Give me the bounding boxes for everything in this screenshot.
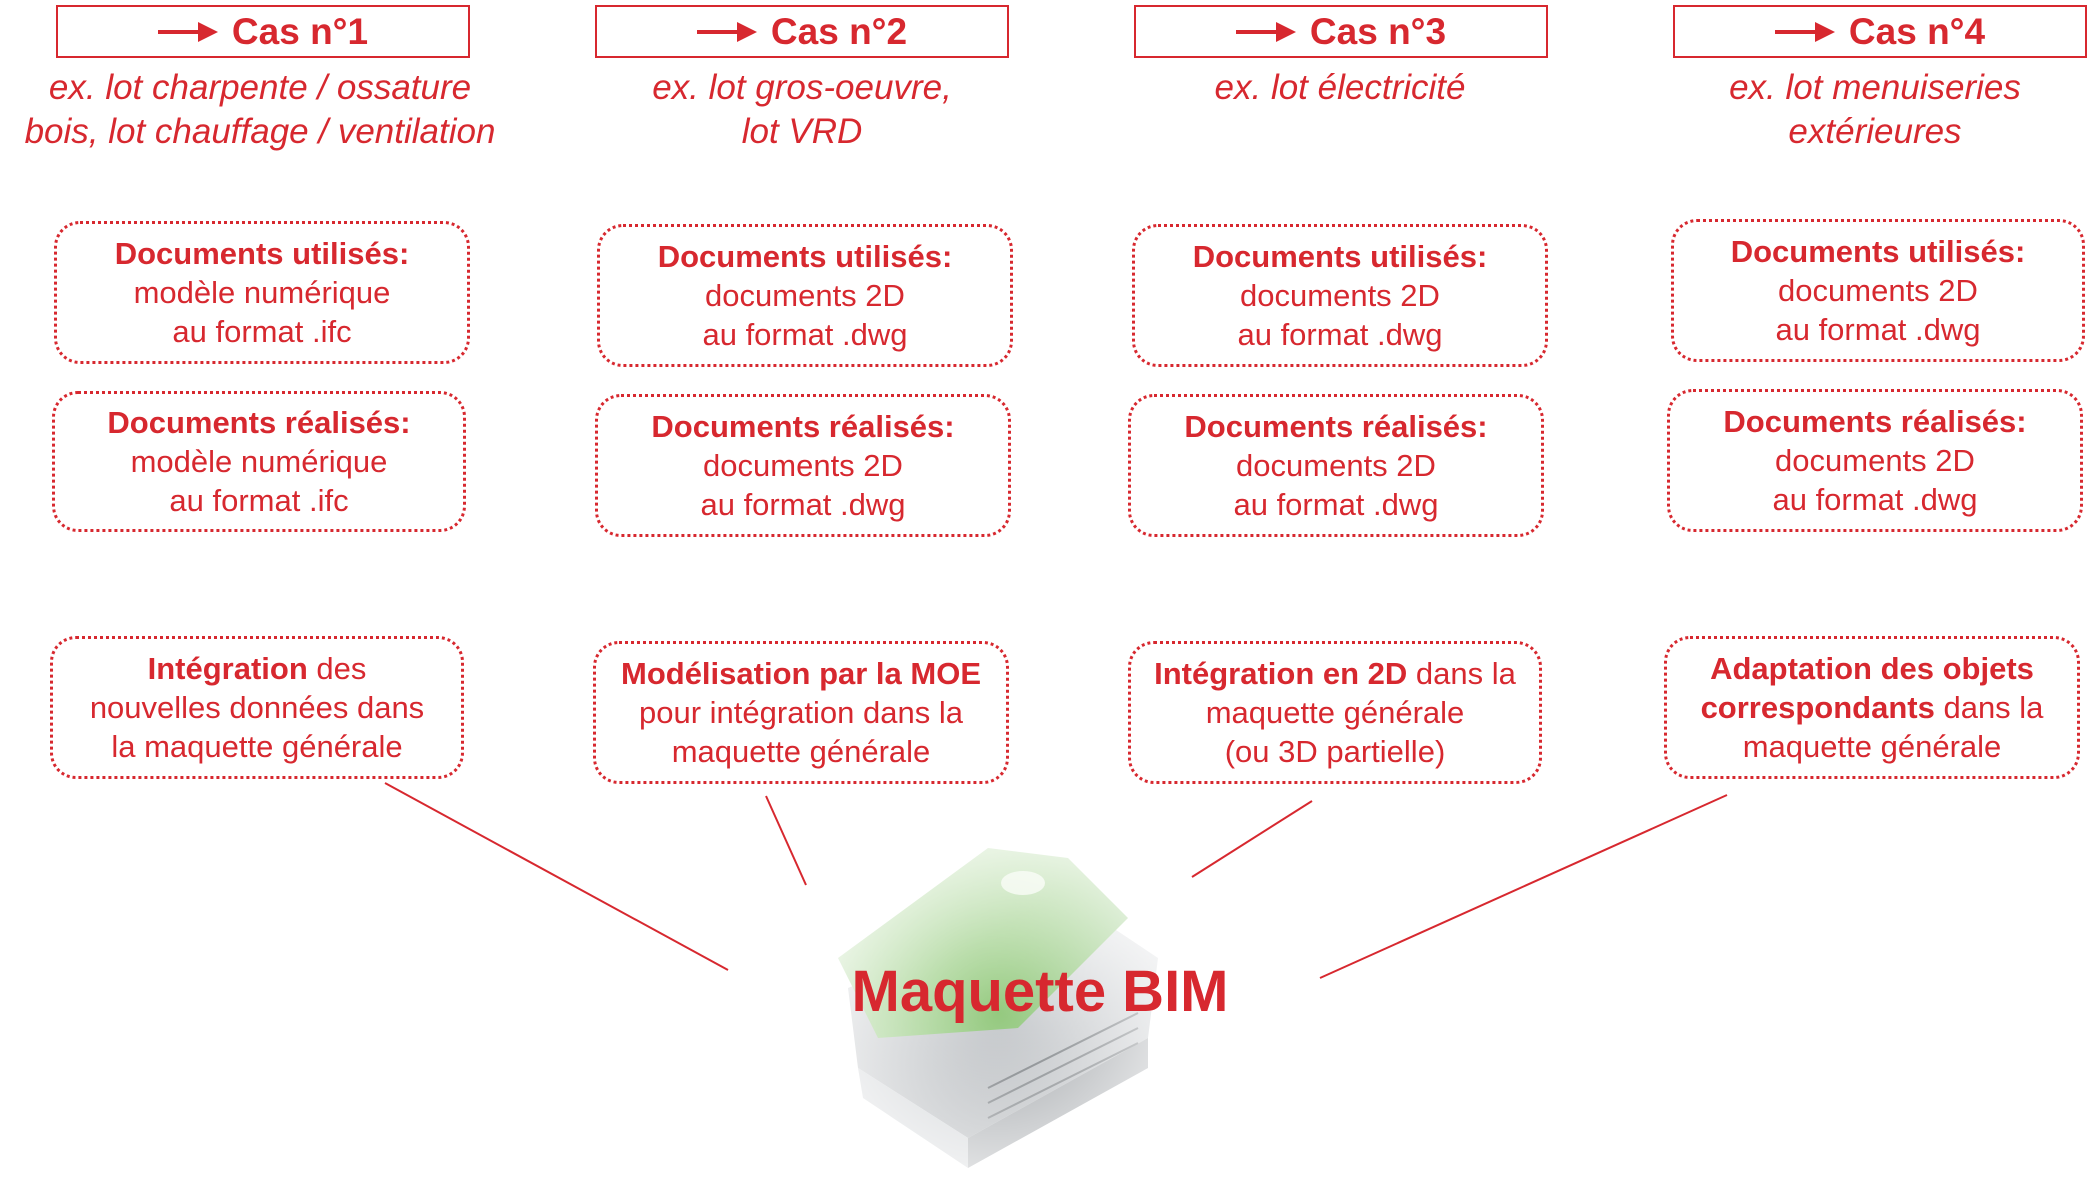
case-3-docs-done: Documents réalisés: documents 2D au form… — [1128, 394, 1544, 537]
case-1-docs-done: Documents réalisés: modèle numérique au … — [52, 391, 466, 532]
case-2-docs-used: Documents utilisés: documents 2D au form… — [597, 224, 1013, 367]
arrow-right-icon — [696, 21, 757, 42]
case-2-integration: Modélisation par la MOE pour intégration… — [593, 641, 1009, 784]
case-4-docs-done: Documents réalisés: documents 2D au form… — [1667, 389, 2083, 532]
case-2-header: Cas n°2 — [595, 5, 1009, 58]
connector-cas4 — [1319, 794, 1728, 979]
case-3-docs-used: Documents utilisés: documents 2D au form… — [1132, 224, 1548, 367]
case-4-integration: Adaptation des objets correspondants dan… — [1664, 636, 2080, 779]
case-1-docs-used: Documents utilisés: modèle numérique au … — [54, 221, 470, 364]
case-4-header: Cas n°4 — [1673, 5, 2087, 58]
bim-label: Maquette BIM — [851, 959, 1229, 1024]
case-2-title: Cas n°2 — [770, 10, 908, 52]
case-1-header: Cas n°1 — [56, 5, 470, 58]
case-2-docs-done: Documents réalisés: documents 2D au form… — [595, 394, 1011, 537]
case-1-title: Cas n°1 — [231, 10, 369, 52]
arrow-right-icon — [157, 21, 218, 42]
case-4-docs-used: Documents utilisés: documents 2D au form… — [1671, 219, 2085, 362]
case-3-header: Cas n°3 — [1134, 5, 1548, 58]
arrow-right-icon — [1235, 21, 1296, 42]
building-model-icon — [818, 838, 1178, 1188]
arrow-right-icon — [1774, 21, 1835, 42]
case-3-example: ex. lot électricité — [1214, 68, 1466, 107]
case-3-integration: Intégration en 2D dans la maquette génér… — [1128, 641, 1542, 784]
connector-cas1 — [384, 782, 729, 971]
case-2-example: ex. lot gros-oeuvre, lot VRD — [652, 68, 952, 151]
case-3-title: Cas n°3 — [1309, 10, 1447, 52]
case-1-example: ex. lot charpente / ossature bois, lot c… — [24, 68, 496, 151]
case-4-title: Cas n°4 — [1848, 10, 1986, 52]
connector-cas2 — [765, 795, 807, 886]
case-4-example: ex. lot menuiseries extérieures — [1729, 68, 2021, 151]
connector-cas3 — [1191, 800, 1313, 878]
case-1-integration: Intégration des nouvelles données dans l… — [50, 636, 464, 779]
